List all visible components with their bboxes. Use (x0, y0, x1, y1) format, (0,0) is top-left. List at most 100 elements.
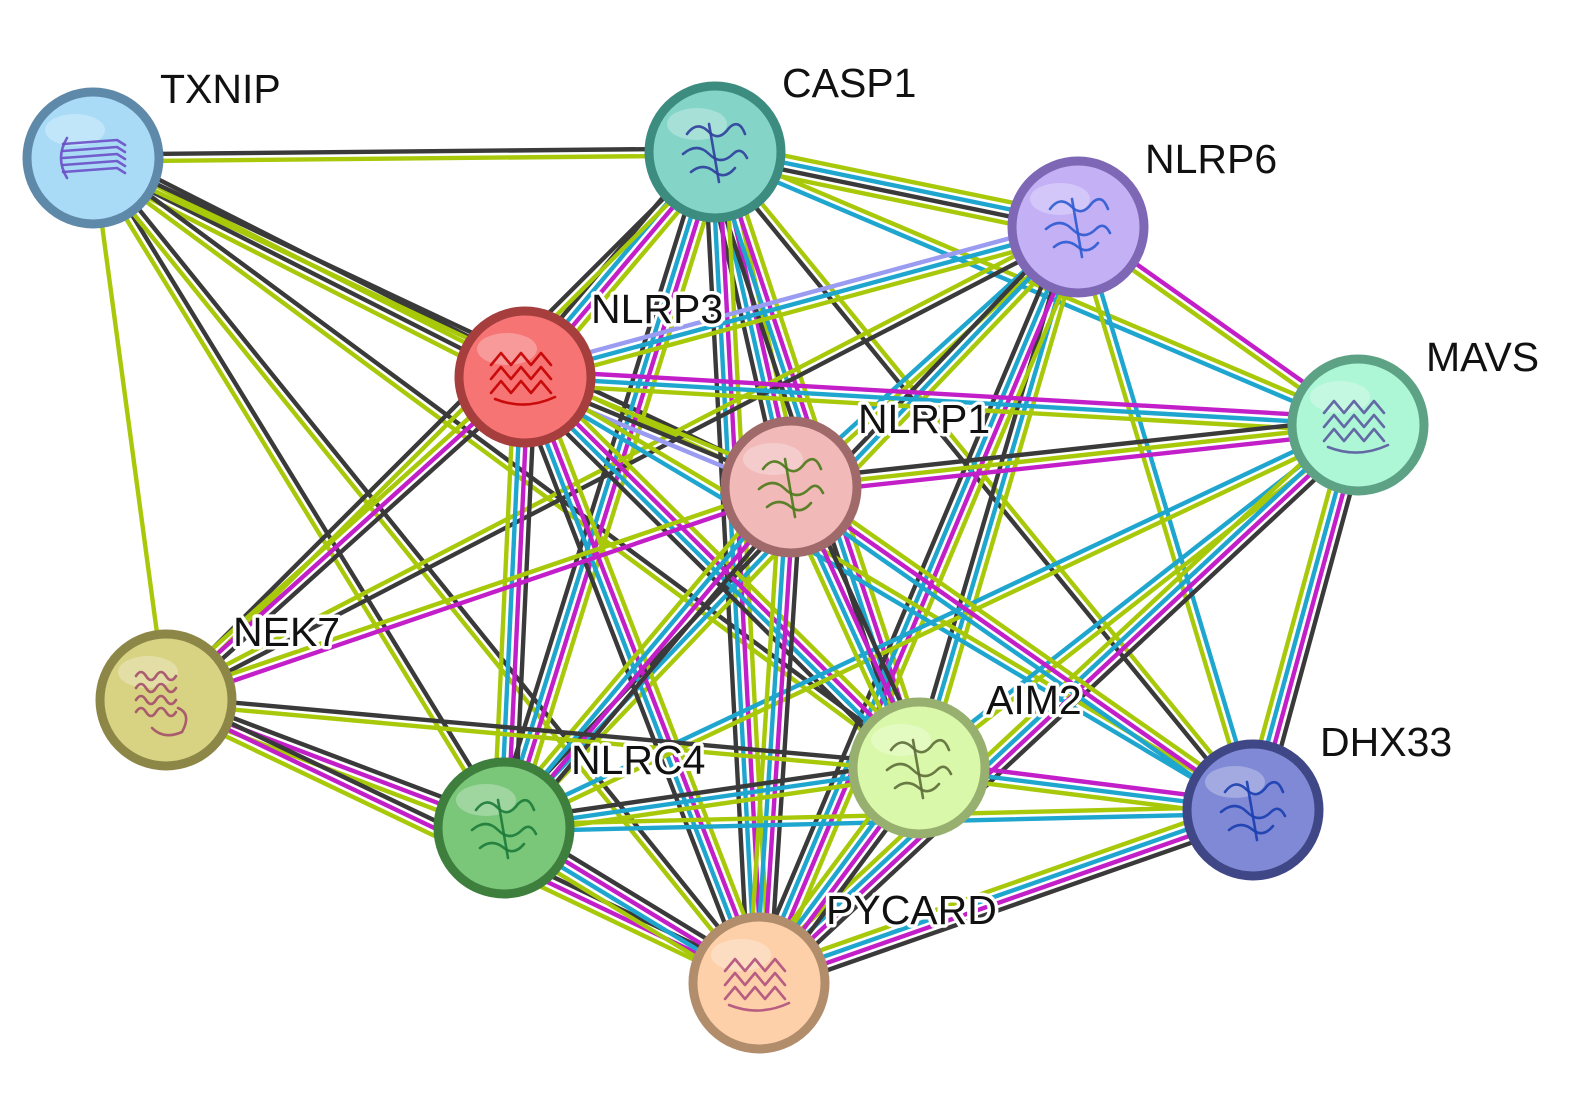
edge-line-textmining (715, 147, 1258, 810)
beta-sheet-structure-icon (59, 136, 127, 180)
edge-line-database (754, 420, 1358, 983)
protein-structure-icon (885, 738, 953, 800)
node-casp1[interactable] (644, 81, 786, 223)
edge-line-homology (520, 218, 1079, 373)
edge-line-experiment (163, 374, 528, 703)
edge-mavs-pycard (749, 415, 1368, 993)
edge-nlrp6-nek7 (162, 221, 1082, 706)
node-bubble (454, 306, 596, 448)
edge-line-coexpression (512, 375, 538, 831)
node-bubble (22, 87, 164, 229)
edge-line-experiment (505, 374, 531, 831)
kinase-structure-icon (134, 670, 188, 737)
edge-line-experiment (757, 811, 1257, 989)
node-label-nlrp6: NLRP6 (1145, 136, 1277, 182)
node-nlrp3[interactable] (454, 306, 596, 448)
edge-line-textmining (714, 146, 1362, 424)
edge-nlrp1-pycard (746, 484, 804, 986)
edge-line-textmining (503, 425, 1362, 834)
edge-line-textmining (162, 481, 793, 699)
edge-line-database (521, 377, 1254, 816)
edge-line-coexpression (763, 430, 1368, 993)
edge-line-coexpression (491, 146, 708, 828)
edge-txnip-nek7 (90, 155, 169, 703)
node-highlight (477, 333, 537, 365)
helical-structure-icon (489, 351, 557, 406)
node-label-pycard: PYCARD (826, 887, 997, 933)
edge-casp1-nek7 (161, 147, 720, 705)
edge-line-textmining (511, 152, 728, 834)
node-nlrp1[interactable] (720, 416, 862, 558)
edge-casp1-nlrc4 (491, 146, 728, 834)
helical-structure-icon (723, 957, 791, 1012)
edge-line-textmining (522, 381, 1360, 435)
protein-structure-icon (1219, 780, 1287, 842)
edge-line-textmining (90, 155, 169, 703)
edge-line-textmining (88, 158, 920, 774)
node-nlrp6[interactable] (1007, 156, 1149, 298)
edge-line-coexpression (164, 694, 922, 767)
node-dhx33[interactable] (1182, 739, 1324, 881)
node-aim2[interactable] (848, 697, 990, 839)
edge-line-textmining (532, 371, 771, 982)
edge-nek7-aim2 (163, 694, 922, 774)
node-bubble (688, 912, 830, 1054)
node-txnip[interactable] (22, 87, 164, 229)
node-highlight (743, 443, 803, 475)
edge-line-experiment (505, 150, 721, 832)
edge-casp1-pycard (702, 149, 772, 986)
edge-line-database (498, 148, 714, 830)
edge-line-coexpression (788, 415, 1360, 483)
edge-nlrp1-nek7 (162, 481, 795, 706)
node-highlight (456, 784, 516, 816)
edge-line-experiment (788, 484, 1256, 813)
edge-line-textmining (162, 221, 1079, 700)
edge-nlrp6-nlrp3 (520, 218, 1083, 386)
edge-line-textmining (766, 228, 1090, 990)
nodes-layer (22, 81, 1429, 1054)
edge-line-coexpression (760, 817, 1259, 996)
edge-txnip-nlrc4 (87, 153, 510, 833)
edge-line-textmining (753, 797, 1252, 976)
edge-line-database (755, 804, 1255, 982)
node-label-aim2: AIM2 (986, 677, 1082, 723)
edge-line-textmining (749, 415, 1354, 978)
edge-line-database (498, 374, 524, 831)
edge-txnip-casp1 (90, 146, 718, 164)
edge-line-textmining (923, 226, 1087, 773)
node-label-nlrp1: NLRP1 (858, 396, 990, 442)
edge-nlrp3-mavs (522, 367, 1361, 435)
edge-casp1-mavs (711, 146, 1362, 431)
node-nek7[interactable] (95, 629, 237, 771)
edge-line-experiment (523, 367, 1361, 421)
edge-line-database (753, 484, 790, 985)
edge-line-database (522, 374, 1361, 428)
node-highlight (871, 724, 931, 756)
edge-line-experiment (504, 487, 796, 833)
edge-line-textmining (159, 369, 523, 697)
node-nlrc4[interactable] (433, 757, 575, 899)
node-mavs[interactable] (1287, 354, 1429, 496)
node-highlight (1030, 183, 1090, 215)
node-label-casp1: CASP1 (782, 60, 916, 106)
node-pycard[interactable] (688, 912, 830, 1054)
edge-line-textmining (524, 231, 1083, 386)
edge-mavs-nlrp1 (788, 415, 1361, 497)
edge-line-coexpression (90, 146, 718, 157)
node-highlight (45, 114, 105, 146)
edge-line-experiment (164, 488, 795, 706)
node-highlight (711, 939, 771, 971)
edge-line-experiment (789, 429, 1361, 497)
node-label-nlrp3: NLRP3 (591, 286, 723, 332)
edge-nlrp3-nek7 (159, 369, 532, 708)
edge-line-textmining (90, 153, 718, 164)
edge-line-textmining (491, 374, 517, 830)
edge-line-textmining (746, 484, 783, 985)
node-bubble (1287, 354, 1429, 496)
edge-nlrp1-dhx33 (784, 479, 1260, 818)
edge-line-coexpression (93, 153, 510, 829)
edge-line-experiment (759, 425, 1363, 988)
edge-line-textmining (792, 479, 1260, 807)
